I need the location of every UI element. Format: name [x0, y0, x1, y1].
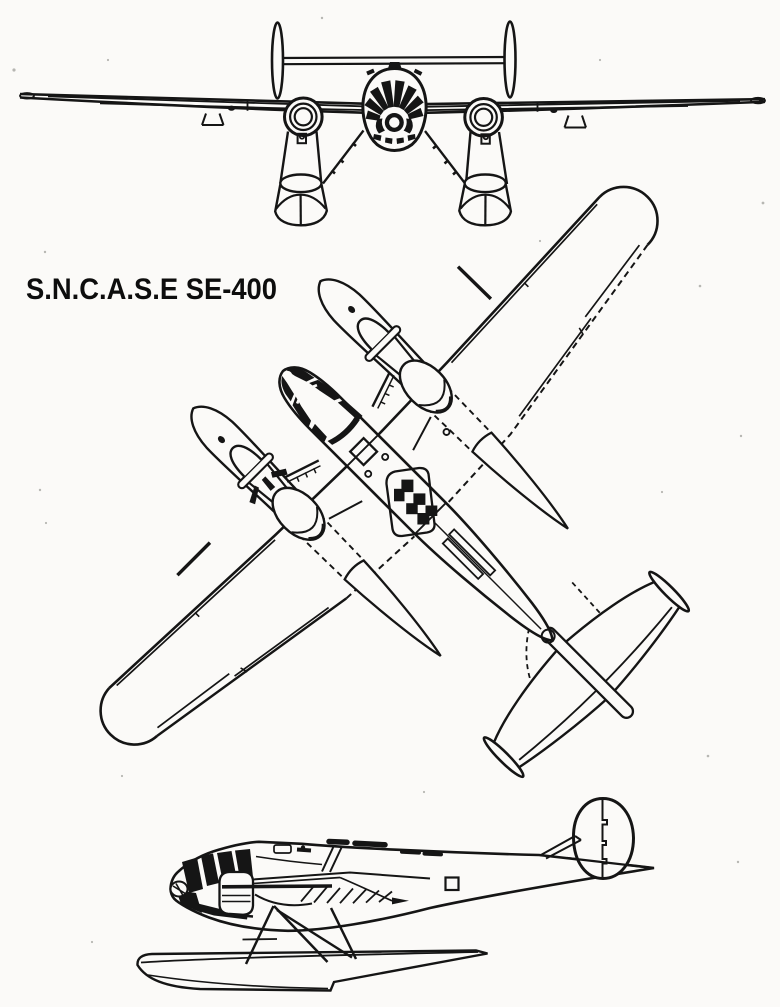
svg-text:S.N.C.A.S.E SE-400: S.N.C.A.S.E SE-400	[26, 273, 277, 306]
